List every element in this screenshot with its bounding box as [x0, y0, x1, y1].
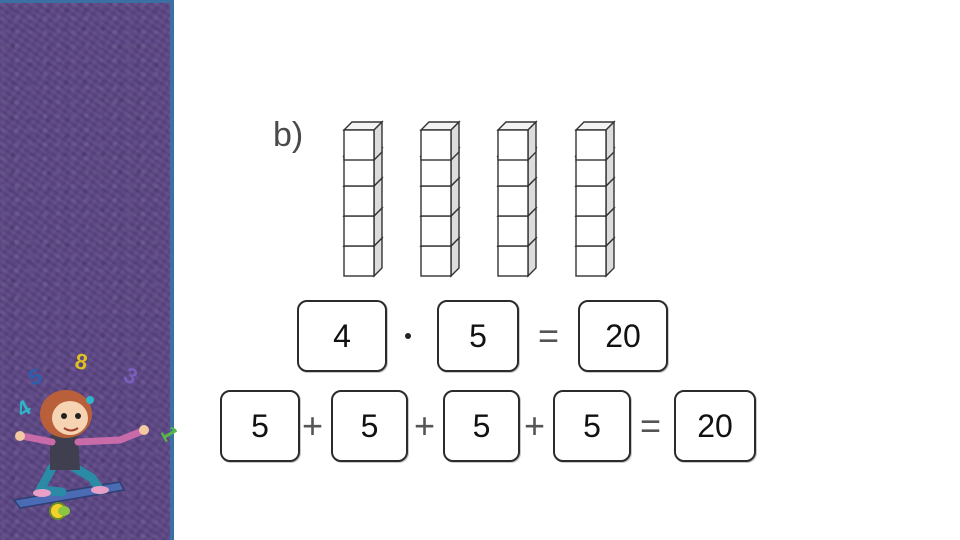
factor-a-box[interactable]: 4 — [297, 300, 387, 372]
sidebar-edge — [170, 0, 174, 540]
sidebar-panel — [0, 0, 172, 540]
equals-sign: = — [640, 405, 662, 446]
juggling-digit-5: 5 — [25, 363, 45, 391]
top-accent-bar — [0, 0, 172, 3]
equals-sign: = — [538, 315, 560, 356]
juggling-girl-illustration: 4 5 8 3 1 — [12, 348, 180, 520]
cube-tower-1 — [343, 121, 383, 277]
cube-towers — [343, 121, 615, 277]
cube-tower-4 — [575, 121, 615, 277]
sum-box[interactable]: 20 — [674, 390, 756, 462]
plus-sign: + — [524, 405, 546, 446]
addend-box-2[interactable]: 5 — [331, 390, 408, 462]
skateboard — [12, 481, 126, 520]
juggling-digit-1: 1 — [156, 422, 180, 445]
juggling-digit-4: 4 — [12, 394, 36, 422]
factor-b-box[interactable]: 5 — [437, 300, 519, 372]
addend-box-3[interactable]: 5 — [443, 390, 520, 462]
addend-box-4[interactable]: 5 — [553, 390, 631, 462]
multiplication-operator — [405, 333, 411, 339]
product-box[interactable]: 20 — [578, 300, 668, 372]
addend-box-1[interactable]: 5 — [220, 390, 300, 462]
juggling-digit-8: 8 — [73, 348, 89, 375]
plus-sign: + — [414, 405, 436, 446]
cube-tower-3 — [497, 121, 537, 277]
plus-sign: + — [302, 405, 324, 446]
juggling-digit-3: 3 — [120, 362, 142, 390]
cube-tower-2 — [420, 121, 460, 277]
exercise-label: b) — [273, 116, 304, 154]
